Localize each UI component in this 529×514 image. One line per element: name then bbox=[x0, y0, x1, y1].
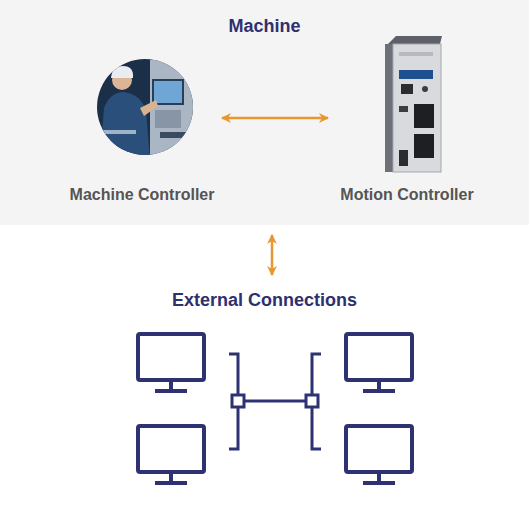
node-label: Motion Controller bbox=[333, 186, 481, 204]
group-heading: External Connections bbox=[0, 290, 529, 311]
network-icon bbox=[138, 334, 412, 483]
controller-node: Machine Controller bbox=[67, 58, 217, 208]
network-group: External Connections bbox=[0, 285, 529, 514]
group-heading: Machine bbox=[0, 16, 529, 37]
drive-device bbox=[385, 36, 442, 172]
network-bracket bbox=[229, 354, 321, 449]
operator-photo bbox=[95, 57, 200, 160]
node-label: Machine Controller bbox=[67, 186, 217, 204]
machine-band: MachineMachine Controller Motion Controll… bbox=[0, 0, 529, 225]
double-arrow bbox=[222, 117, 328, 120]
controller-node: Motion Controller bbox=[333, 58, 481, 208]
double-arrow bbox=[271, 235, 274, 275]
